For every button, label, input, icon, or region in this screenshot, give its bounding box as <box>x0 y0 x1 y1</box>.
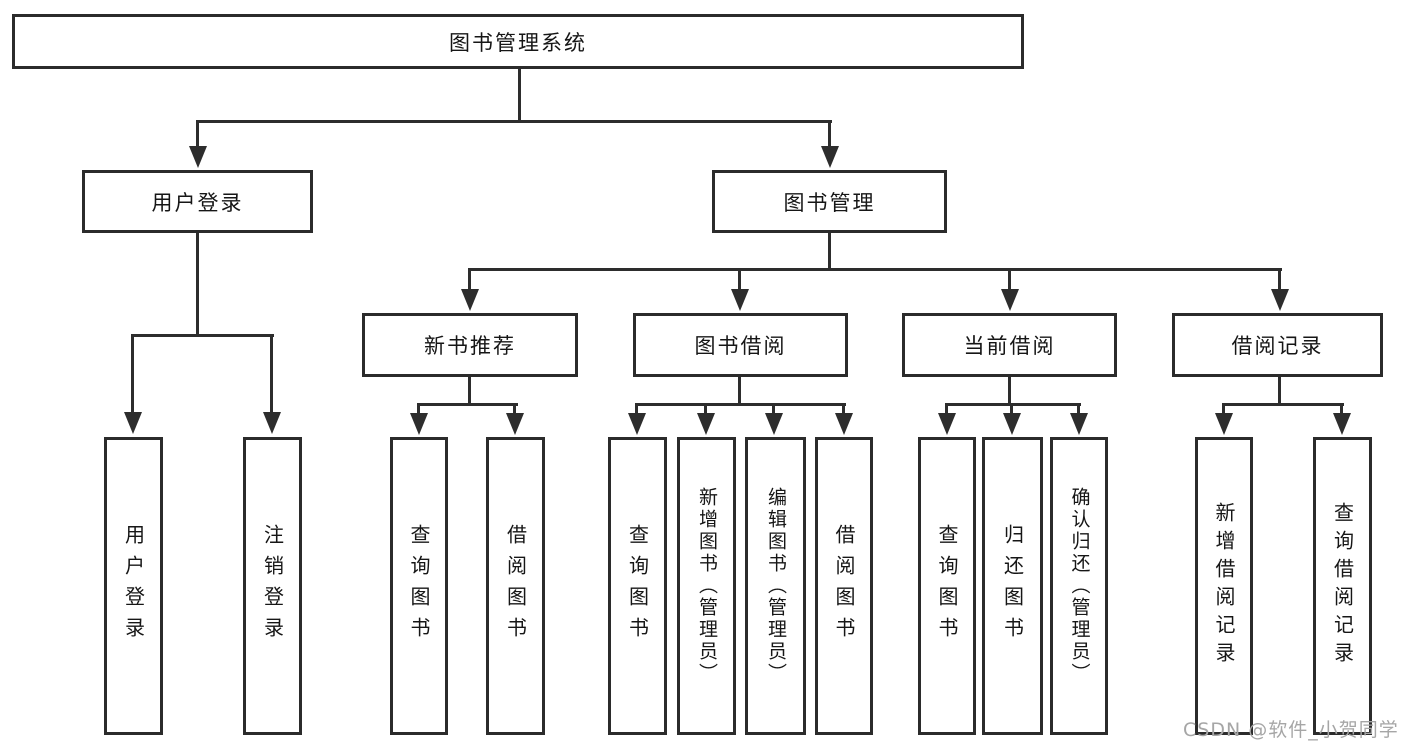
arrow-br-add-record <box>1215 404 1233 435</box>
leaf-cb-confirm-return-admin: 确认归还（管理员） <box>1050 437 1108 735</box>
arrow-br-query-record <box>1333 404 1351 435</box>
arrow-to-book-borrowing <box>731 269 749 311</box>
leaf-nb-query-books: 查询图书 <box>390 437 448 735</box>
node-new-book-recommend: 新书推荐 <box>362 313 578 377</box>
arrow-cb-confirm-return <box>1070 404 1088 435</box>
leaf-logout: 注销登录 <box>243 437 302 735</box>
node-book-management: 图书管理 <box>712 170 947 233</box>
arrow-to-current-borrowing <box>1001 269 1019 311</box>
connector-borrow-record-hline <box>1222 403 1344 406</box>
leaf-bb-query-books: 查询图书 <box>608 437 667 735</box>
connector-new-book-stub <box>468 377 471 406</box>
leaf-cb-query-books: 查询图书 <box>918 437 976 735</box>
csdn-watermark: CSDN @软件_小贺同学 <box>1183 719 1399 741</box>
connector-book-mgmt-stub <box>828 233 831 270</box>
leaf-bb-add-books-admin: 新增图书（管理员） <box>677 437 736 735</box>
node-borrowing-records: 借阅记录 <box>1172 313 1383 377</box>
leaf-bb-edit-books-admin: 编辑图书（管理员） <box>745 437 806 735</box>
connector-book-borrow-hline <box>635 403 846 406</box>
node-book-borrowing: 图书借阅 <box>633 313 848 377</box>
arrow-bb-edit-books <box>765 404 783 435</box>
arrow-to-leaf-logout <box>263 335 281 434</box>
node-user-login: 用户登录 <box>82 170 313 233</box>
arrow-to-new-book-recommend <box>461 269 479 311</box>
arrow-bb-borrow-books <box>835 404 853 435</box>
leaf-br-add-record: 新增借阅记录 <box>1195 437 1253 735</box>
connector-root-stub <box>518 69 521 122</box>
arrow-cb-query-books <box>938 404 956 435</box>
leaf-br-query-record: 查询借阅记录 <box>1313 437 1372 735</box>
arrow-bb-query-books <box>628 404 646 435</box>
arrow-to-leaf-user-login <box>124 335 142 434</box>
leaf-nb-borrow-books: 借阅图书 <box>486 437 545 735</box>
arrow-to-book-management <box>821 121 839 168</box>
connector-current-borrow-hline <box>945 403 1081 406</box>
arrow-cb-return-books <box>1003 404 1021 435</box>
leaf-bb-borrow-books: 借阅图书 <box>815 437 873 735</box>
leaf-cb-return-books: 归还图书 <box>982 437 1043 735</box>
arrow-nb-borrow-books <box>506 404 524 435</box>
connector-current-borrow-stub <box>1008 377 1011 406</box>
arrow-bb-add-books <box>697 404 715 435</box>
connector-root-hline <box>196 120 832 123</box>
node-root: 图书管理系统 <box>12 14 1024 69</box>
arrow-to-user-login <box>189 121 207 168</box>
connector-user-login-stub <box>196 233 199 337</box>
connector-user-login-hline <box>131 334 274 337</box>
connector-borrow-record-stub <box>1278 377 1281 406</box>
leaf-user-login: 用户登录 <box>104 437 163 735</box>
connector-book-borrow-stub <box>738 377 741 406</box>
connector-new-book-hline <box>417 403 518 406</box>
arrow-nb-query-books <box>410 404 428 435</box>
connector-book-mgmt-hline <box>468 268 1282 271</box>
arrow-to-borrowing-records <box>1271 269 1289 311</box>
node-current-borrowing: 当前借阅 <box>902 313 1117 377</box>
